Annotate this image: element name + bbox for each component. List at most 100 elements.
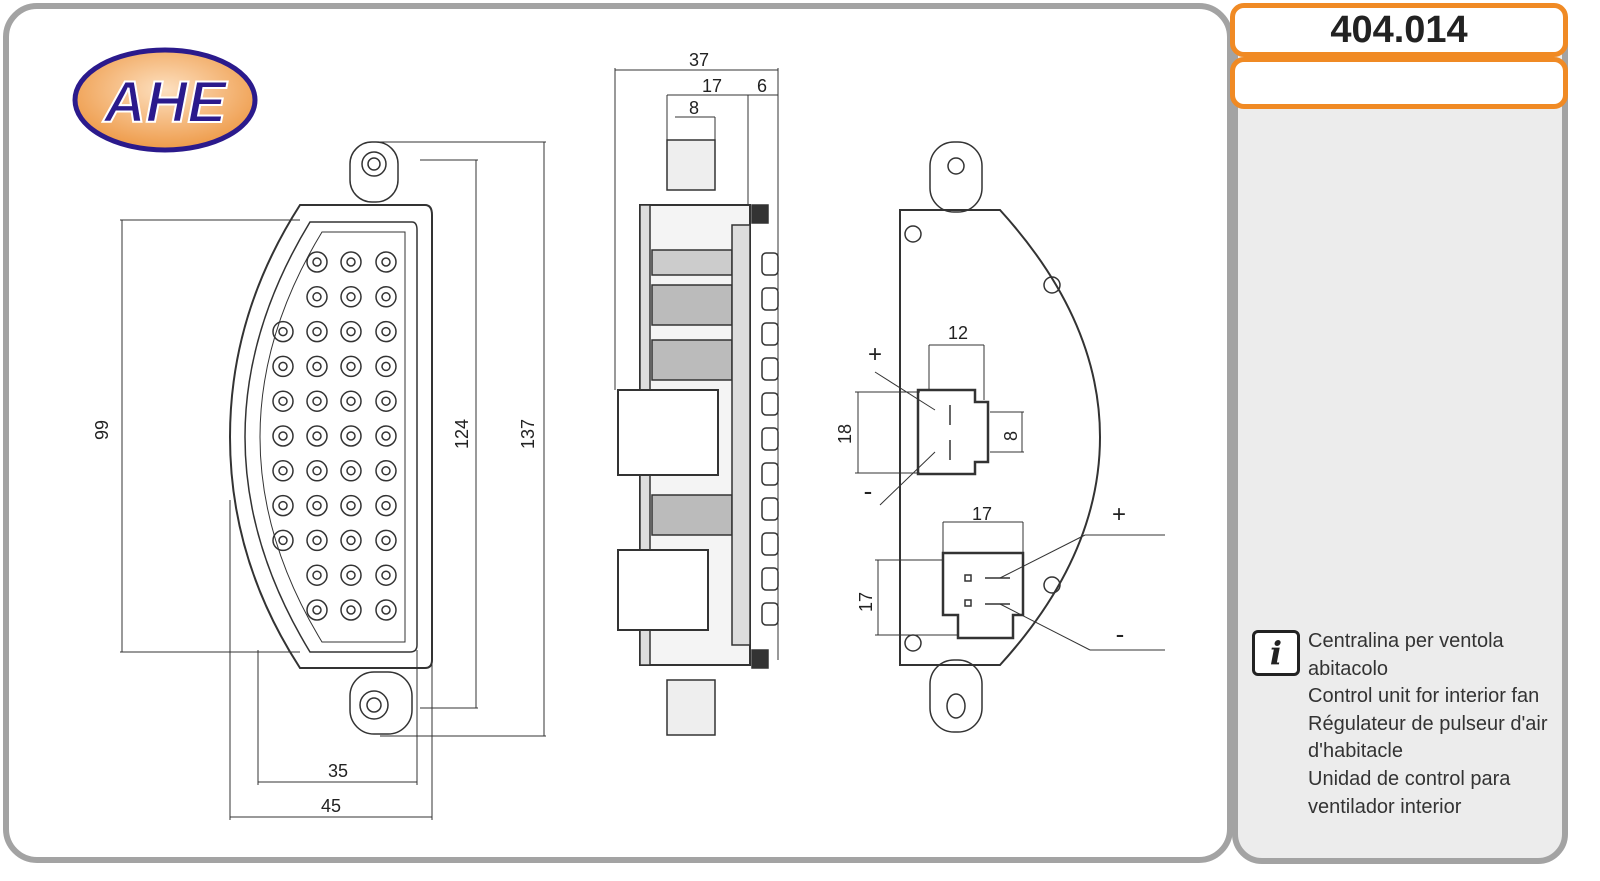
svg-text:AHE: AHE [102,70,229,135]
pin-hole [375,390,397,412]
info-icon: i [1252,630,1300,676]
pin-hole [381,292,391,302]
pin-hole [306,529,328,552]
pin-hole [312,570,322,580]
pin-hole [346,500,356,511]
pin-hole [346,431,356,441]
dim-conn1-width: 12 [948,323,968,343]
dim-height-total: 137 [518,419,538,449]
pin-hole [381,257,391,267]
ahe-logo: AHE [72,47,258,153]
dim-depth-mid: 17 [702,76,722,96]
pin-hole [346,257,356,267]
pin-hole [375,251,397,273]
pin-hole [375,529,397,552]
pin-hole [312,396,322,406]
side-pin [761,497,779,521]
dim-conn2-height: 17 [856,592,876,612]
pin-hole [306,425,328,447]
pin-hole [381,396,391,406]
pin-hole [381,326,391,337]
pin-hole [375,460,397,482]
pin-hole [312,535,322,546]
plus-label-1: + [868,341,882,368]
side-pin [761,462,779,486]
dim-height-inner: 99 [92,420,112,440]
pin-hole [381,535,391,546]
info-panel [1232,30,1568,864]
pin-hole [272,320,294,343]
side-pin [761,602,779,626]
minus-label-2: - [1116,619,1125,649]
pin-hole [340,355,362,378]
dim-connector: 8 [689,98,699,118]
dim-depth-total: 37 [689,50,709,70]
pin-hole [278,466,288,476]
description-line: ventilador interior [1308,795,1462,818]
pin-hole [346,466,356,476]
pin-hole [306,355,328,378]
pin-hole [346,605,356,615]
pin-hole [346,361,356,372]
dim-height-mid: 124 [452,419,472,449]
pin-hole [340,599,362,621]
technical-drawing: AHE [72,47,1165,820]
pin-hole [381,570,391,580]
pin-hole [346,326,356,337]
pin-hole [381,605,391,615]
pin-hole [312,326,322,337]
side-pin [761,322,779,346]
side-pin [761,357,779,381]
pin-hole [375,320,397,343]
side-pin [761,252,779,276]
pin-hole [278,326,288,337]
pin-hole [340,460,362,482]
pin-grid [272,251,397,621]
pin-hole [375,286,397,308]
pin-hole [306,320,328,343]
pin-hole [340,494,362,517]
plus-label-2: + [1112,501,1126,528]
product-code: 404.014 [1230,3,1568,57]
pin-hole [375,599,397,621]
side-pin [761,427,779,451]
pin-hole [278,396,288,406]
pin-hole [381,361,391,372]
pin-hole [340,425,362,447]
pin-hole [312,500,322,511]
dim-conn2-width: 17 [972,504,992,524]
description-line: abitacolo [1308,657,1389,680]
back-view [855,141,1165,733]
dim-width-inner: 35 [328,761,348,781]
pin-hole [340,286,362,308]
pin-hole [375,425,397,447]
pin-hole [346,570,356,580]
pin-hole [278,431,288,441]
pin-hole [340,564,362,586]
pin-hole [272,390,294,412]
pin-hole [340,390,362,412]
pin-hole [306,390,328,412]
pin-hole [312,257,322,267]
pin-hole [278,361,288,372]
pin-hole [312,361,322,372]
product-secondary-box [1230,57,1568,109]
front-view [120,141,546,820]
pin-hole [375,564,397,586]
pin-hole [306,251,328,273]
dim-conn1-pin: 8 [1001,431,1021,441]
pin-hole [381,500,391,511]
side-pins [761,252,779,626]
side-view [614,68,779,736]
description-text: Centralina per ventola abitacolo Control… [1308,628,1548,821]
side-pin [761,532,779,556]
pin-hole [346,396,356,406]
dim-flange: 6 [757,76,767,96]
description-line: Régulateur de pulseur d'air [1308,712,1548,735]
pin-hole [312,292,322,302]
pin-hole [272,425,294,447]
pin-hole [381,431,391,441]
pin-hole [306,460,328,482]
description-line: Unidad de control para [1308,767,1511,790]
pin-hole [306,599,328,621]
